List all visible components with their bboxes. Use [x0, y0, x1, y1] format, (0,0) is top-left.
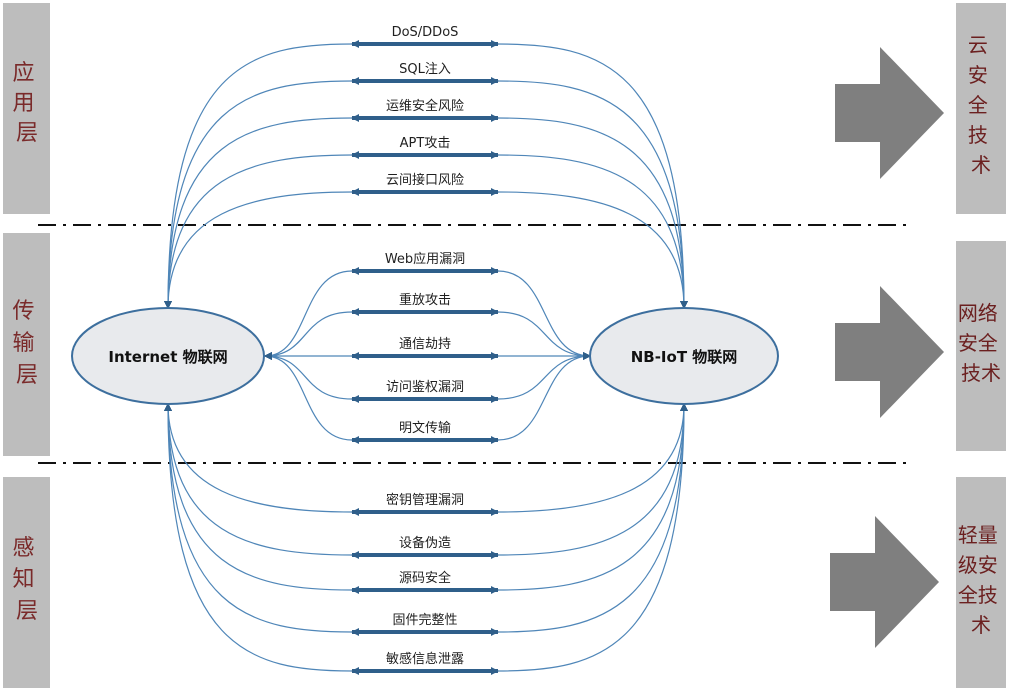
threat-bar [352, 630, 498, 634]
threat-label: 源码安全 [399, 570, 451, 586]
connection-curve-right [490, 352, 591, 404]
layer-panel-application [3, 3, 50, 214]
connection-curve-left [264, 307, 360, 360]
connection-curve-right [490, 150, 688, 309]
internet-iot-node [71, 307, 265, 405]
threat-label: 通信劫持 [399, 337, 451, 352]
layer-label-transport: 传 输 层 [12, 299, 41, 388]
threat-label: SQL注入 [399, 62, 451, 77]
internet-iot-node-label: Internet 物联网 [108, 348, 227, 366]
tech-panel-network [956, 241, 1006, 451]
connection-curve-left [164, 39, 360, 309]
nbiot-node-label: NB-IoT 物联网 [631, 348, 738, 366]
connection-curve-right [490, 307, 591, 360]
threat-bar [352, 116, 498, 120]
nbiot-node [589, 307, 779, 405]
threat-bar [352, 354, 498, 358]
connection-curve-left [164, 403, 360, 517]
tech-panel-lightweight [956, 477, 1006, 688]
arrow-right-icon-transport [835, 286, 944, 418]
tech-panel-cloud [956, 3, 1006, 214]
threat-label: 访问鉴权漏洞 [386, 379, 464, 395]
connection-curve-right [490, 403, 688, 676]
threat-bar [352, 510, 498, 514]
threat-bar [352, 588, 498, 592]
connection-curve-left [164, 403, 360, 560]
threat-label: APT攻击 [400, 136, 451, 151]
threat-label: DoS/DDoS [392, 25, 459, 40]
layer-panel-transport [3, 233, 50, 456]
layer-panel-perception [3, 477, 50, 688]
connection-curve-right [490, 403, 688, 595]
connection-curve-right [490, 39, 688, 309]
threat-label: 密钥管理漏洞 [386, 492, 464, 508]
connection-curve-right [490, 76, 688, 309]
connection-curve-right [490, 403, 688, 637]
tech-label-cloud: 云 安 全 技 术 [968, 33, 994, 177]
tech-label-network: 网络 安全 技术 [958, 301, 1004, 385]
layer-label-perception: 感 知 层 [12, 536, 41, 624]
arrow-right-icon-application [835, 47, 944, 179]
connection-curve-right [490, 403, 688, 517]
threat-bar [352, 669, 498, 673]
threat-label: 明文传输 [399, 420, 451, 436]
connection-curve-left [164, 187, 360, 309]
threat-label: 固件完整性 [392, 613, 457, 628]
connection-curves [164, 39, 688, 676]
threat-bar [352, 153, 498, 157]
threat-bar [352, 397, 498, 401]
connection-curve-right [490, 113, 688, 309]
threat-label: 运维安全风险 [386, 98, 464, 114]
threat-label: 设备伪造 [399, 535, 451, 551]
arrow-right-icon-perception [830, 516, 939, 648]
connection-curve-left [164, 76, 360, 309]
threat-bar [352, 310, 498, 314]
connection-curve-left [164, 113, 360, 309]
connection-curve-left [164, 403, 360, 676]
threat-bar [352, 42, 498, 46]
threat-bar [352, 190, 498, 194]
threat-label: Web应用漏洞 [385, 251, 465, 267]
connection-curve-left [164, 403, 360, 595]
threat-bar [352, 553, 498, 557]
connection-curve-right [490, 187, 688, 309]
threat-label: 敏感信息泄露 [386, 651, 464, 667]
threat-bar [352, 438, 498, 442]
layer-label-application: 应 用 层 [12, 61, 41, 146]
threat-label: 重放攻击 [399, 292, 451, 308]
threat-bar [352, 79, 498, 83]
threat-bar [352, 269, 498, 273]
connection-curve-left [264, 352, 360, 404]
connection-curve-left [164, 403, 360, 637]
tech-label-lightweight: 轻量 级安 全技 术 [958, 523, 1004, 637]
connection-curve-right [490, 403, 688, 560]
threat-label: 云间接口风险 [386, 172, 464, 188]
